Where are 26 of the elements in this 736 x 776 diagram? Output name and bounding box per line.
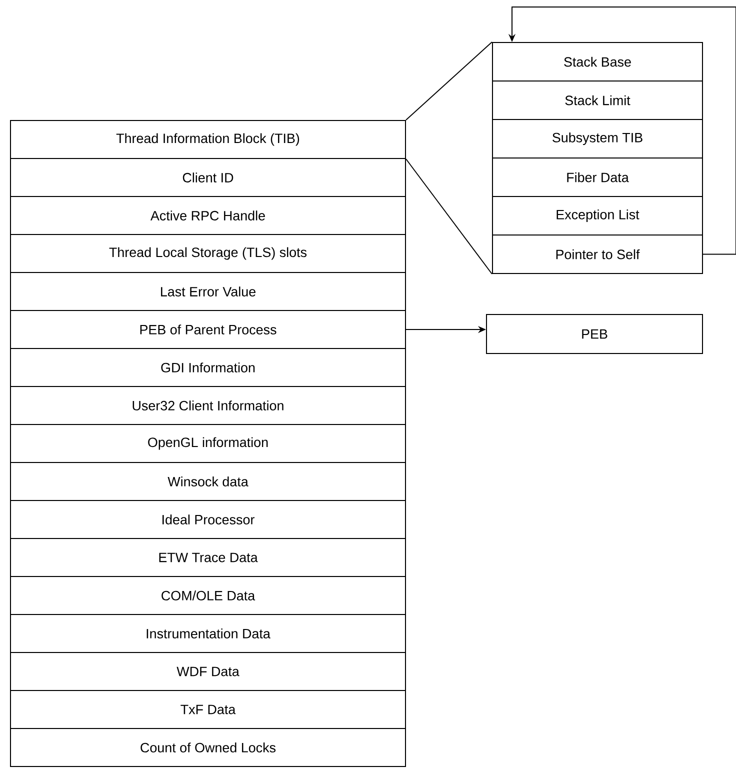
table-row: COM/OLE Data [10, 576, 406, 615]
table-row: Exception List [492, 196, 703, 236]
table-row: TxF Data [10, 690, 406, 729]
table-row: Subsystem TIB [492, 119, 703, 158]
table-row: Active RPC Handle [10, 196, 406, 235]
table-row: Fiber Data [492, 158, 703, 197]
table-row: User32 Client Information [10, 386, 406, 425]
zoom-line [406, 42, 492, 120]
table-row: Stack Limit [492, 80, 703, 120]
table-row: WDF Data [10, 652, 406, 691]
table-row: Count of Owned Locks [10, 728, 406, 767]
table-row: Pointer to Self [492, 234, 703, 274]
table-row: Client ID [10, 158, 406, 197]
table-row: Ideal Processor [10, 500, 406, 539]
table-row: ETW Trace Data [10, 538, 406, 577]
table-row: Last Error Value [10, 272, 406, 311]
table-row: Winsock data [10, 462, 406, 501]
table-row: GDI Information [10, 348, 406, 387]
table-row: Thread Local Storage (TLS) slots [10, 234, 406, 273]
pointer-box: PEB [486, 314, 703, 354]
table-row: OpenGL information [10, 424, 406, 463]
zoom-line [406, 158, 492, 274]
table-row: Instrumentation Data [10, 614, 406, 653]
table-row: Thread Information Block (TIB) [10, 120, 406, 159]
table-row: Stack Base [492, 42, 703, 82]
table-row: PEB of Parent Process [10, 310, 406, 349]
